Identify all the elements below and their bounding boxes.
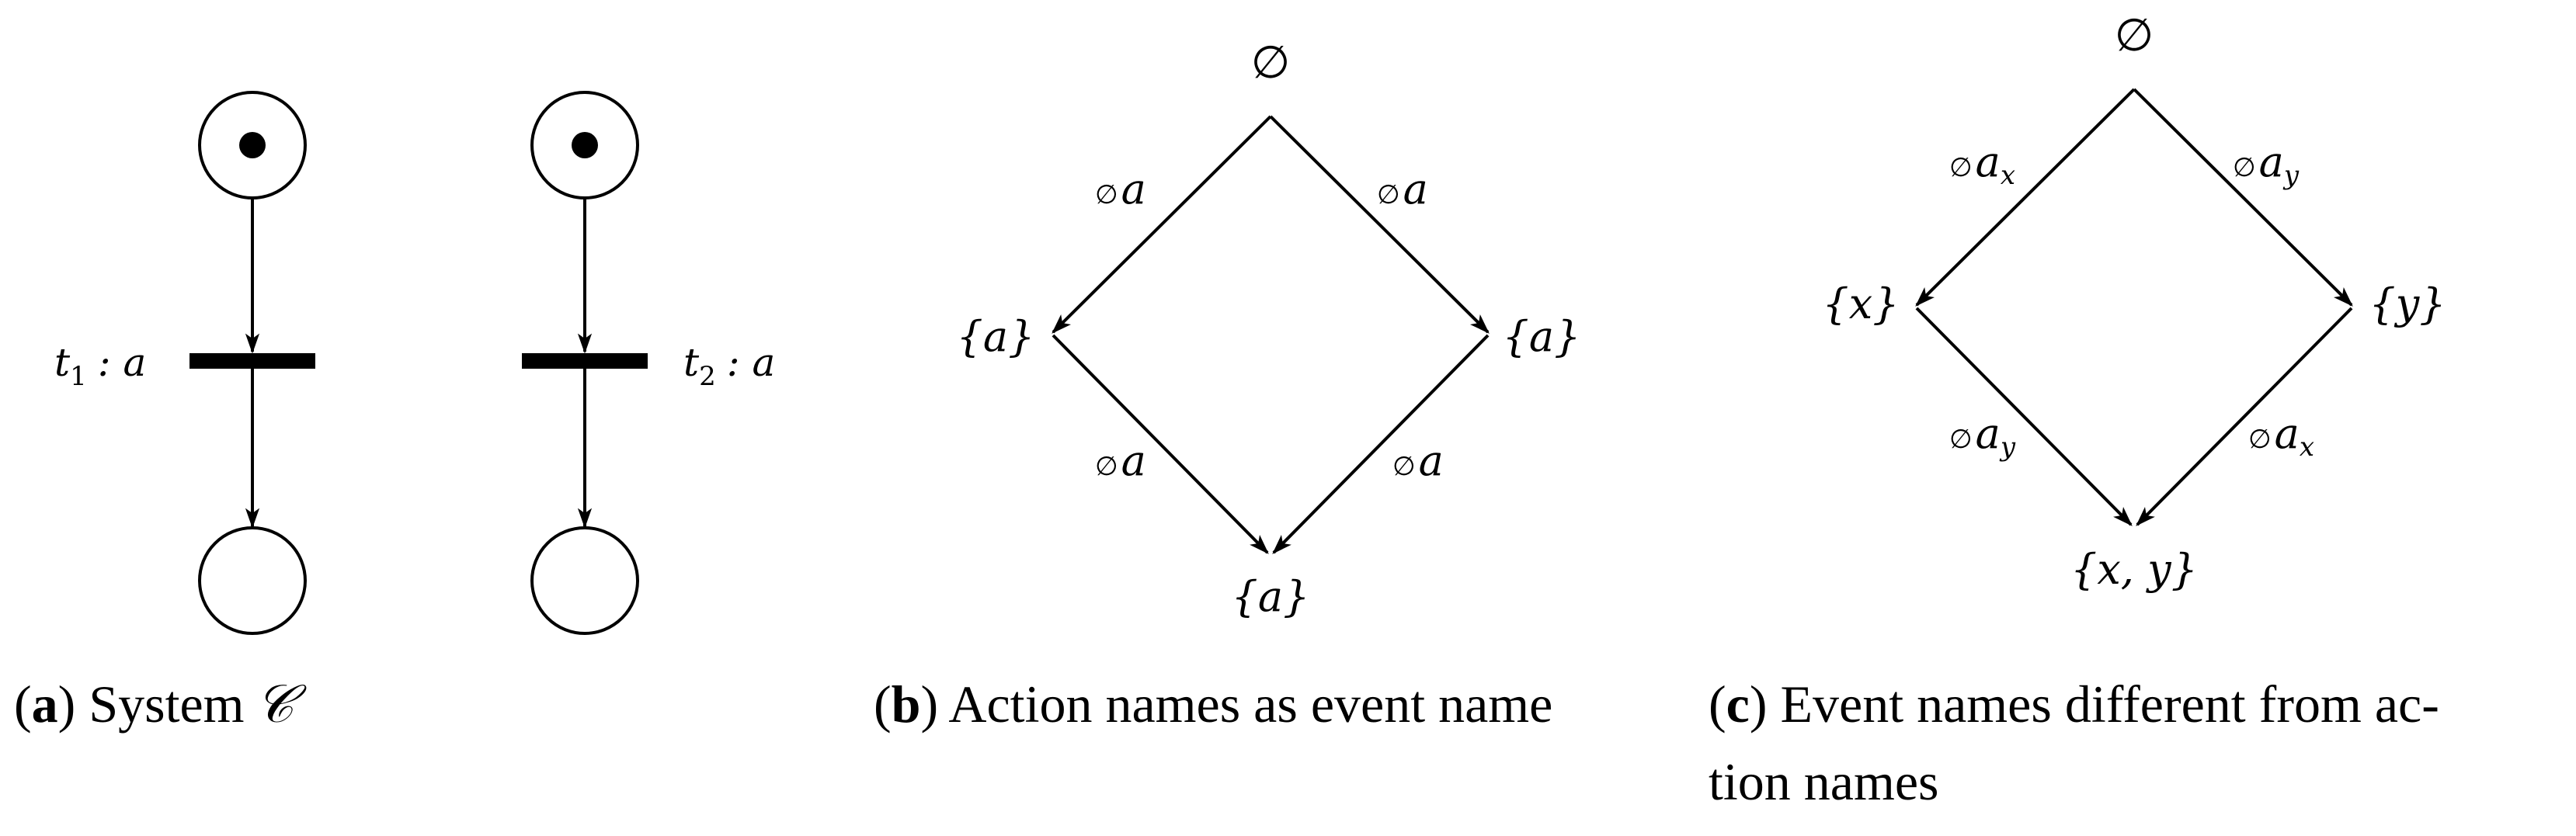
c-edge-bottom-left [1915,307,2133,526]
caption-b: (b) Action names as event name [874,675,1552,734]
c-edge-top-right [2133,88,2353,307]
figure-b-state-diagram: ∅ {a} {a} {a} ∅a ∅a ∅a ∅a (b) Action nam… [874,36,1580,734]
left-token [239,132,266,158]
c-label-bottom-right: ∅ax [2248,409,2314,463]
b-state-top: ∅ [1251,36,1291,88]
b-state-right: {a} [1503,312,1581,361]
left-net: t1: a [54,91,315,635]
left-transition-bar [189,353,315,369]
b-label-top-right: ∅a [1377,165,1428,213]
c-edge-top-left [1915,88,2136,307]
c-state-left: {x} [1822,279,1899,328]
c-edge-bottom-right [2136,307,2353,526]
c-label-bottom-left: ∅ay [1949,409,2016,463]
left-output-place [198,526,307,635]
b-label-top-left: ∅a [1095,165,1146,213]
left-transition-label: t1: a [54,340,146,392]
right-net: t2: a [522,91,775,635]
caption-c-line2: tion names [1709,752,1939,811]
b-edge-top-right [1269,115,1490,334]
right-transition-label: t2: a [683,340,775,392]
b-label-bottom-left: ∅a [1095,436,1146,485]
c-state-right: {y} [2369,279,2446,328]
figure-c-state-diagram: ∅ {x} {y} {x, y} ∅ax ∅ay ∅ay ∅ax (c) Eve… [1709,9,2446,811]
c-state-top: ∅ [2115,9,2154,61]
b-state-bottom: {a} [1232,572,1310,621]
c-label-top-left: ∅ax [1949,137,2015,191]
b-edge-bottom-right [1272,334,1490,554]
c-state-bottom: {x, y} [2070,545,2198,594]
c-label-top-right: ∅ay [2233,137,2300,191]
b-edge-bottom-left [1052,334,1269,554]
b-edge-top-left [1052,115,1272,334]
b-label-bottom-right: ∅a [1392,436,1444,485]
right-token [572,132,598,158]
caption-c-line1: (c) Event names different from ac- [1709,675,2439,734]
right-output-place [530,526,639,635]
b-state-left: {a} [957,312,1035,361]
right-transition-bar [522,353,648,369]
